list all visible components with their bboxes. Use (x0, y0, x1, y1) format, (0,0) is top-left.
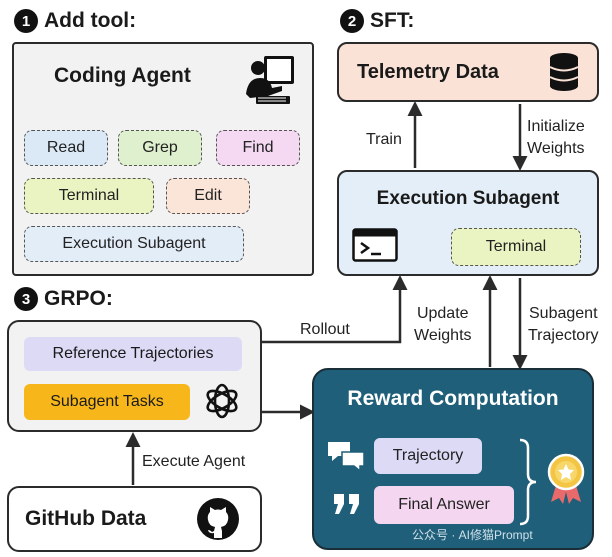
tool-execution-subagent-chip: Execution Subagent (24, 226, 244, 262)
execute-agent-label: Execute Agent (142, 453, 246, 470)
initialize-weights-label: Initialize Weights (527, 118, 585, 157)
subagent-trajectory-label: Subagent Trajectory (528, 305, 599, 344)
github-title: GitHub Data (25, 507, 147, 530)
reference-trajectories-pill: Reference Trajectories (24, 337, 242, 371)
step2-title: 2 SFT: (340, 9, 414, 33)
tool-find-chip: Find (216, 130, 300, 166)
trajectory-pill: Trajectory (374, 438, 482, 474)
database-icon (549, 53, 579, 91)
step1-label: Add tool: (44, 9, 137, 32)
coding-person-icon (246, 56, 294, 104)
tool-read-chip: Read (24, 130, 108, 166)
step3-number: 3 (14, 287, 38, 311)
subagent-terminal-chip: Terminal (451, 228, 581, 266)
terminal-window-icon (352, 228, 398, 262)
chat-bubbles-icon (328, 442, 365, 473)
reward-title: Reward Computation (347, 387, 559, 410)
curly-brace (519, 438, 537, 526)
watermark-text: 公众号 · AI修猫Prompt (412, 528, 533, 542)
step1-number: 1 (14, 9, 38, 33)
rollout-label: Rollout (300, 321, 350, 338)
tool-terminal-chip: Terminal (24, 178, 154, 214)
step3-title: 3 GRPO: (14, 287, 113, 311)
tool-edit-chip: Edit (166, 178, 250, 214)
openai-logo-icon (206, 383, 238, 419)
coding-agent-panel: Coding Agent Read Grep Find Terminal Edi… (12, 42, 314, 276)
github-logo-icon (197, 498, 239, 540)
execution-subagent-title: Execution Subagent (376, 188, 560, 209)
step2-label: SFT: (370, 9, 415, 32)
tool-grep-chip: Grep (118, 130, 202, 166)
train-label: Train (366, 131, 402, 148)
coding-agent-title: Coding Agent (54, 64, 191, 87)
rollout-arrow (262, 275, 408, 344)
step1-title: 1 Add tool: (14, 9, 136, 33)
step3-label: GRPO: (44, 287, 113, 310)
update-weights-label: Update Weights (414, 305, 472, 344)
subagent-tasks-pill: Subagent Tasks (24, 384, 190, 420)
telemetry-title: Telemetry Data (357, 60, 499, 83)
quote-icon (334, 494, 359, 514)
step2-number: 2 (340, 9, 364, 33)
final-answer-pill: Final Answer (374, 486, 514, 524)
award-medal-icon (547, 453, 585, 504)
